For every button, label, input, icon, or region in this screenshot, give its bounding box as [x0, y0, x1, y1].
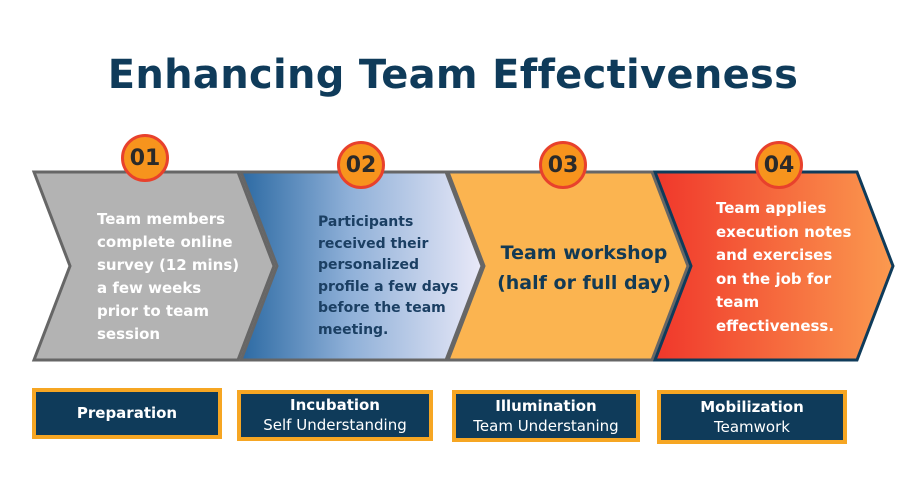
step-1-number-badge: 01 — [121, 134, 169, 182]
step-4-number-badge: 04 — [755, 141, 803, 189]
stage-box-preparation: Preparation — [32, 388, 222, 439]
stage-subtitle: Team Understaning — [473, 416, 619, 435]
stage-name: Mobilization — [700, 397, 804, 416]
step-1-description: Team members complete online survey (12 … — [97, 210, 240, 343]
step-2-chevron — [238, 170, 484, 362]
stage-subtitle: Teamwork — [714, 417, 790, 436]
step-1-chevron — [31, 170, 276, 362]
step-3-number-badge: 03 — [539, 141, 587, 189]
step-2-description: Participants received their personalized… — [318, 214, 459, 338]
page-title: Enhancing Team Effectiveness — [107, 52, 799, 98]
stage-subtitle: Self Understanding — [263, 416, 407, 434]
step-3-description: Team workshop (half or full day) — [497, 242, 671, 294]
stage-box-illumination: Illumination Team Understaning — [452, 390, 640, 442]
step-3-chevron — [445, 170, 690, 362]
stage-box-mobilization: Mobilization Teamwork — [657, 390, 847, 444]
step-2-number-badge: 02 — [337, 141, 385, 189]
stage-name: Incubation — [290, 396, 380, 414]
stage-name: Illumination — [495, 396, 597, 415]
stage-name: Preparation — [76, 404, 178, 422]
step-4-description: Team applies execution notes and exercis… — [716, 199, 852, 335]
stage-box-incubation: Incubation Self Understanding — [237, 390, 433, 441]
step-4-chevron — [652, 170, 895, 362]
